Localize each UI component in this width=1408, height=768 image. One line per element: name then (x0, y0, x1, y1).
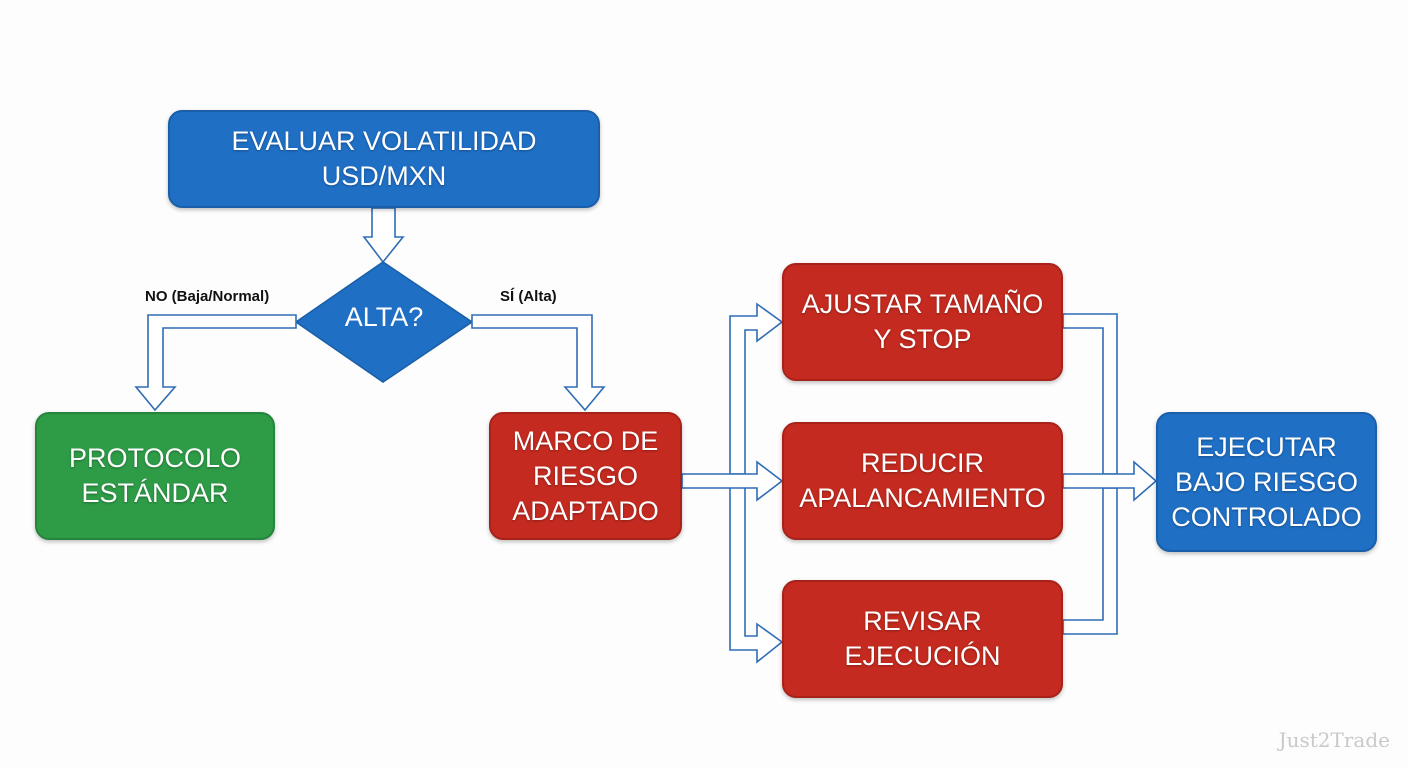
edge-label-yes: SÍ (Alta) (500, 288, 557, 305)
node-adjust-size-stop: AJUSTAR TAMAÑO Y STOP (782, 263, 1063, 381)
watermark: Just2Trade (1278, 728, 1390, 752)
arrow-no-branch (134, 314, 297, 412)
node-standard-protocol: PROTOCOLO ESTÁNDAR (35, 412, 275, 540)
node-reduce-leverage: REDUCIR APALANCAMIENTO (782, 422, 1063, 540)
arrow-merge-bottom (1062, 487, 1118, 635)
node-decision-label: ALTA? (344, 302, 424, 332)
arrow-to-reduce (681, 460, 784, 502)
edge-label-no: NO (Baja/Normal) (145, 288, 270, 305)
arrow-start-to-decision (362, 207, 405, 264)
arrow-to-review (729, 473, 784, 664)
node-evaluate-volatility: EVALUAR VOLATILIDAD USD/MXN (168, 110, 600, 208)
arrow-to-adjust (729, 302, 784, 489)
arrow-merge-top (1062, 313, 1118, 475)
node-execute-controlled: EJECUTAR BAJO RIESGO CONTROLADO (1156, 412, 1377, 552)
node-adapted-risk-frame: MARCO DE RIESGO ADAPTADO (489, 412, 682, 540)
decision-diamond (294, 261, 474, 383)
arrow-to-execute (1062, 460, 1158, 502)
arrow-yes-branch (471, 314, 606, 412)
node-review-execution: REVISAR EJECUCIÓN (782, 580, 1063, 698)
